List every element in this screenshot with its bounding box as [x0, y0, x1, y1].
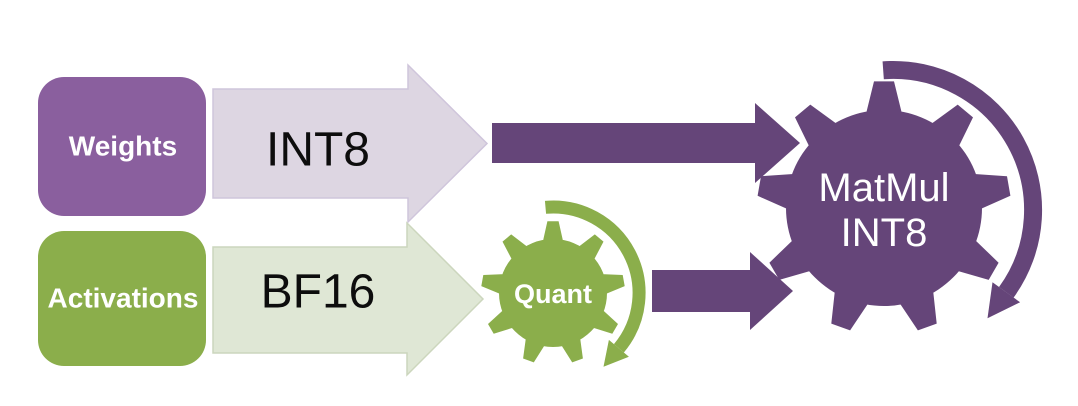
activations-box	[38, 231, 206, 366]
gear-icon	[481, 221, 625, 363]
activations-label: Activations	[48, 283, 199, 314]
matmul-label-line2: INT8	[841, 211, 928, 255]
int8-block-arrow-icon	[212, 63, 489, 224]
quant-label: Quant	[514, 279, 592, 309]
quant-to-matmul-arrow-icon	[652, 252, 793, 330]
weights-node: Weights	[38, 77, 206, 216]
circular-arrow-icon	[544, 200, 646, 353]
gear-icon	[757, 81, 1011, 331]
quant-gear-node: Quant	[481, 200, 646, 367]
matmul-gear-node: MatMul INT8	[757, 60, 1043, 331]
weights-to-matmul-arrow-icon	[492, 103, 800, 183]
int8-arrow-label: INT8	[266, 124, 370, 177]
weights-int8-arrow: INT8	[212, 63, 489, 224]
circular-arrow-icon	[882, 60, 1043, 298]
weights-label: Weights	[69, 131, 177, 162]
weights-box	[38, 77, 206, 216]
circular-arrowhead-icon	[603, 339, 629, 367]
activations-bf16-arrow: BF16	[212, 221, 485, 377]
bf16-arrow-label: BF16	[261, 266, 376, 319]
circular-arrowhead-icon	[987, 282, 1021, 319]
matmul-label-line1: MatMul	[818, 166, 949, 210]
bf16-block-arrow-icon	[212, 221, 485, 377]
activations-node: Activations	[38, 231, 206, 366]
